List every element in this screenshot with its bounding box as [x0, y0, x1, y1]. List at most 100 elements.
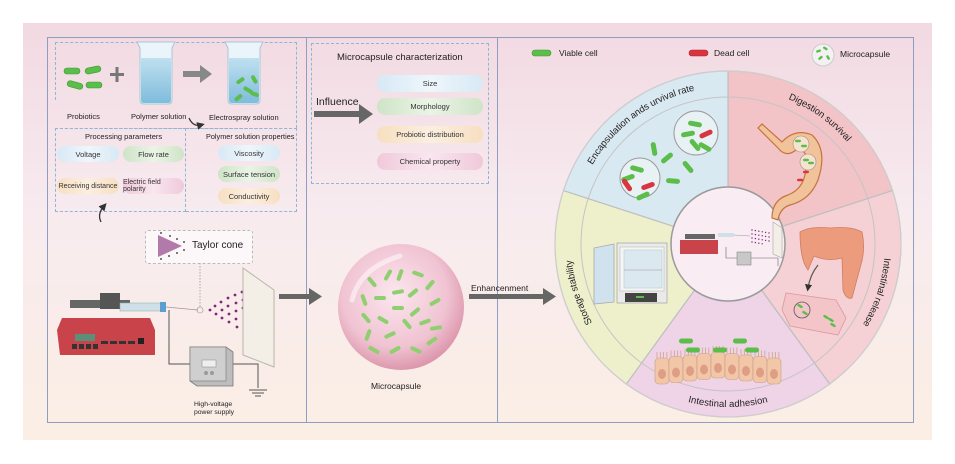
pill-chemical-property: Chemical property — [377, 153, 483, 170]
viable-cell — [745, 347, 759, 353]
legend-dead-label: Dead cell — [714, 48, 750, 58]
curved-arrow-up-icon — [98, 203, 107, 223]
droplet — [220, 308, 224, 312]
power-supply-label-2: power supply — [194, 409, 235, 416]
droplet — [220, 316, 224, 320]
pill-surface-tension: Surface tension — [218, 166, 280, 182]
droplet — [214, 312, 218, 316]
viable-cell — [661, 152, 673, 164]
pill-receiving-distance: Receiving distance — [57, 178, 119, 194]
epithelium-icon — [654, 338, 782, 385]
enhancement-arrow-icon — [469, 288, 556, 305]
collector-plate-icon — [242, 267, 275, 368]
viable-cell — [689, 139, 701, 151]
processing-parameters-title: Processing parameters — [85, 132, 163, 141]
characterization-title: Microcapsule characterization — [337, 52, 463, 63]
droplet — [234, 301, 238, 305]
dead-cell — [803, 170, 809, 174]
solution-properties-title: Polymer solution properties — [206, 132, 295, 141]
microcapsule-highlight — [349, 253, 403, 303]
viable-cell — [830, 322, 836, 328]
droplet — [235, 325, 239, 329]
pill-probiotic-distribution: Probiotic distribution — [377, 126, 483, 143]
preparation-group-right — [260, 42, 297, 128]
legend-viable-label: Viable cell — [559, 48, 598, 58]
viable-cell — [698, 142, 712, 152]
wheel-label-3: Intestinal adhesion — [687, 394, 768, 410]
characterization-group — [311, 43, 489, 184]
incubator-icon — [593, 242, 668, 305]
droplet — [226, 296, 230, 300]
probiotics-label: Probiotics — [67, 112, 100, 121]
viable-cell — [828, 317, 834, 323]
probiotic-cell — [407, 288, 419, 298]
probiotic-cell — [402, 318, 412, 330]
curved-arrow-icon — [188, 117, 205, 130]
probiotic-cell — [412, 270, 424, 278]
viable-cell — [666, 178, 680, 184]
probiotic-cell — [377, 316, 389, 324]
probiotic-cell — [364, 329, 372, 341]
viable-cell-icon — [531, 49, 552, 57]
probiotics-icon — [63, 65, 103, 90]
viable-cell — [636, 191, 650, 201]
viable-cell — [679, 338, 693, 344]
influence-label: Influence — [316, 96, 359, 108]
viable-cell — [713, 347, 727, 353]
droplet — [219, 300, 223, 304]
viable-cell — [630, 165, 644, 173]
probiotic-cell — [367, 276, 377, 288]
taylor-cone-icon — [158, 232, 185, 260]
droplet — [213, 304, 217, 308]
viable-cell — [797, 303, 803, 309]
power-supply-icon — [189, 346, 234, 387]
center-electrospray-circle — [670, 186, 786, 302]
probiotic-cell — [361, 312, 371, 324]
taylor-cone-label: Taylor cone — [192, 240, 244, 251]
wheel-inner-ring — [580, 96, 876, 392]
wheel-outer-ring — [554, 70, 902, 418]
encapsulation-illustration — [619, 110, 719, 201]
process-arrow-icon — [279, 288, 322, 305]
encapsulated-probiotics — [360, 269, 442, 354]
pill-viscosity: Viscosity — [218, 145, 280, 161]
dead-cell — [621, 178, 633, 192]
droplet — [233, 293, 237, 297]
probiotic-cell — [384, 269, 392, 281]
viable-cell — [686, 347, 700, 353]
probiotic-cell — [392, 289, 404, 295]
dead-cell — [797, 178, 803, 182]
dead-cell — [641, 181, 655, 191]
viable-cell — [682, 161, 694, 173]
viable-cell — [733, 338, 747, 344]
droplet — [234, 317, 238, 321]
dead-cell-icon — [688, 49, 709, 57]
pill-electric-field-polarity: Electric field polarity — [123, 178, 184, 194]
probiotic-cell — [389, 346, 401, 354]
microcapsule-label: Microcapsule — [371, 381, 422, 391]
intestine-icon — [781, 227, 864, 336]
probiotic-cell — [384, 331, 396, 339]
viable-cell — [802, 310, 808, 316]
enhancement-label: Enhancenment — [471, 283, 529, 293]
pill-conductivity: Conductivity — [218, 188, 280, 204]
viable-cell — [808, 161, 814, 165]
probiotic-cell — [392, 306, 404, 310]
pill-morphology: Morphology — [377, 98, 483, 115]
electrospray-beaker-icon — [224, 41, 264, 105]
droplet — [208, 308, 212, 312]
probiotic-cell — [425, 279, 435, 291]
droplet — [227, 320, 231, 324]
pill-voltage: Voltage — [57, 146, 119, 162]
probiotic-cell — [360, 294, 368, 306]
viable-cell — [803, 158, 809, 162]
droplet — [227, 312, 231, 316]
electrospray-solution-label: Electrospray solution — [209, 113, 279, 122]
droplet — [226, 304, 230, 308]
probiotic-cell — [410, 346, 422, 354]
stomach-icon — [757, 123, 823, 221]
incubator-door — [593, 243, 615, 305]
panel-functional-properties — [497, 37, 914, 423]
probiotic-cell — [429, 298, 441, 306]
